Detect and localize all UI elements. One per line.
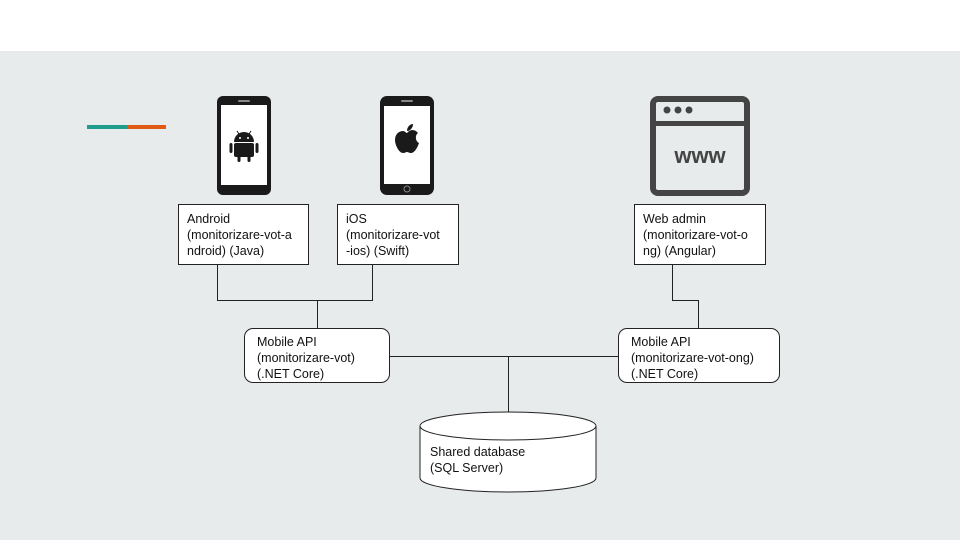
www-browser-icon: www	[650, 96, 750, 196]
database-label-line-2: (SQL Server)	[430, 461, 504, 475]
mobile-api-box-line-1: Mobile API	[257, 335, 317, 349]
database-label-line-1: Shared database	[430, 445, 526, 459]
ngo-api-box-line-1: Mobile API	[631, 335, 691, 349]
accent-bar-teal	[87, 125, 127, 129]
ngo-api-box-line-3: (.NET Core)	[631, 367, 699, 381]
android-phone-icon	[217, 96, 271, 195]
mobile-api-box-line-3: (.NET Core)	[257, 367, 325, 381]
web-admin-box: Web admin (monitorizare-vot-o ng) (Angul…	[634, 204, 766, 265]
ios-box-line-3: -ios) (Swift)	[346, 244, 410, 258]
mobile-api-box-line-2: (monitorizare-vot)	[257, 351, 355, 365]
database-label: Shared database (SQL Server)	[430, 444, 525, 476]
web-admin-box-line-1: Web admin	[643, 212, 706, 226]
database-cylinder	[419, 411, 597, 493]
accent-bar-orange	[127, 125, 166, 129]
ngo-api-box: Mobile API (monitorizare-vot-ong) (.NET …	[618, 328, 780, 383]
ios-box-line-1: iOS	[346, 212, 367, 226]
android-box-line-2: (monitorizare-vot-a	[187, 228, 292, 242]
web-admin-box-line-2: (monitorizare-vot-o	[643, 228, 748, 242]
android-ios-connector	[217, 265, 373, 301]
android-box-line-1: Android	[187, 212, 231, 226]
web-admin-to-ngo-api-connector	[672, 265, 699, 328]
android-box-line-3: ndroid) (Java)	[187, 244, 265, 258]
web-admin-box-line-3: ng) (Angular)	[643, 244, 716, 258]
svg-text:www: www	[673, 143, 726, 168]
apple-phone-icon	[380, 96, 434, 195]
ios-app-box: iOS (monitorizare-vot -ios) (Swift)	[337, 204, 459, 265]
android-app-box: Android (monitorizare-vot-a ndroid) (Jav…	[178, 204, 309, 265]
ngo-api-box-line-2: (monitorizare-vot-ong)	[631, 351, 754, 365]
ios-box-line-2: (monitorizare-vot	[346, 228, 440, 242]
mobile-api-box: Mobile API (monitorizare-vot) (.NET Core…	[244, 328, 390, 383]
